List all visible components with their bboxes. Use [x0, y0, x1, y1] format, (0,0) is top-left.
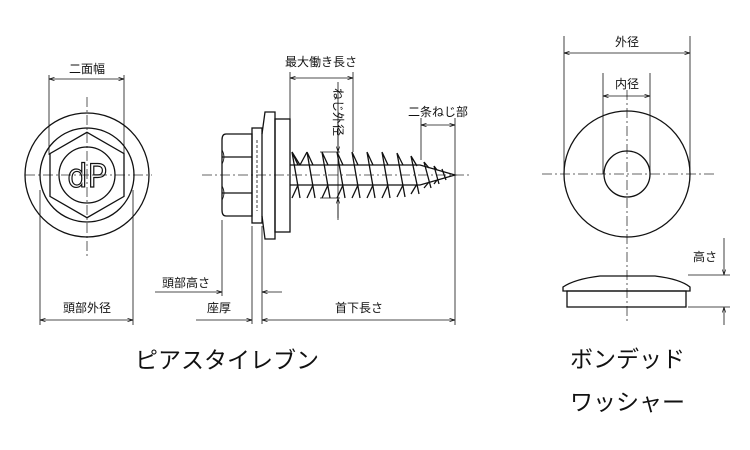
screw-top-view: dP 二面幅 頭部外径	[24, 61, 152, 325]
label-washer-height: 高さ	[693, 249, 717, 264]
label-washer-inner-dia: 内径	[615, 77, 639, 91]
washer-top-view: 外径 内径	[542, 35, 716, 322]
washer-side-view: 高さ	[562, 238, 730, 325]
screw-title: ピアスタイレブン	[135, 348, 319, 374]
label-thread-outer-dia: ねじ外径	[331, 88, 345, 136]
label-head-height: 頭部高さ	[162, 275, 210, 290]
logo-dp: dP	[67, 157, 107, 195]
washer-title-line2: ワッシャー	[570, 390, 685, 416]
washer-title-line1: ボンデッド	[570, 347, 685, 373]
screw-side-view: 最大働き長さ ねじ外径 二条ねじ部 頭部高さ 座厚 首下長さ	[155, 55, 470, 325]
label-across-flats: 二面幅	[69, 61, 105, 76]
label-length-under-head: 首下長さ	[335, 301, 383, 315]
label-double-thread: 二条ねじ部	[408, 104, 468, 119]
label-max-grip-length: 最大働き長さ	[285, 55, 357, 69]
label-washer-outer-dia: 外径	[615, 35, 639, 49]
label-head-outer-dia: 頭部外径	[63, 300, 111, 315]
label-washer-thickness: 座厚	[207, 300, 231, 315]
